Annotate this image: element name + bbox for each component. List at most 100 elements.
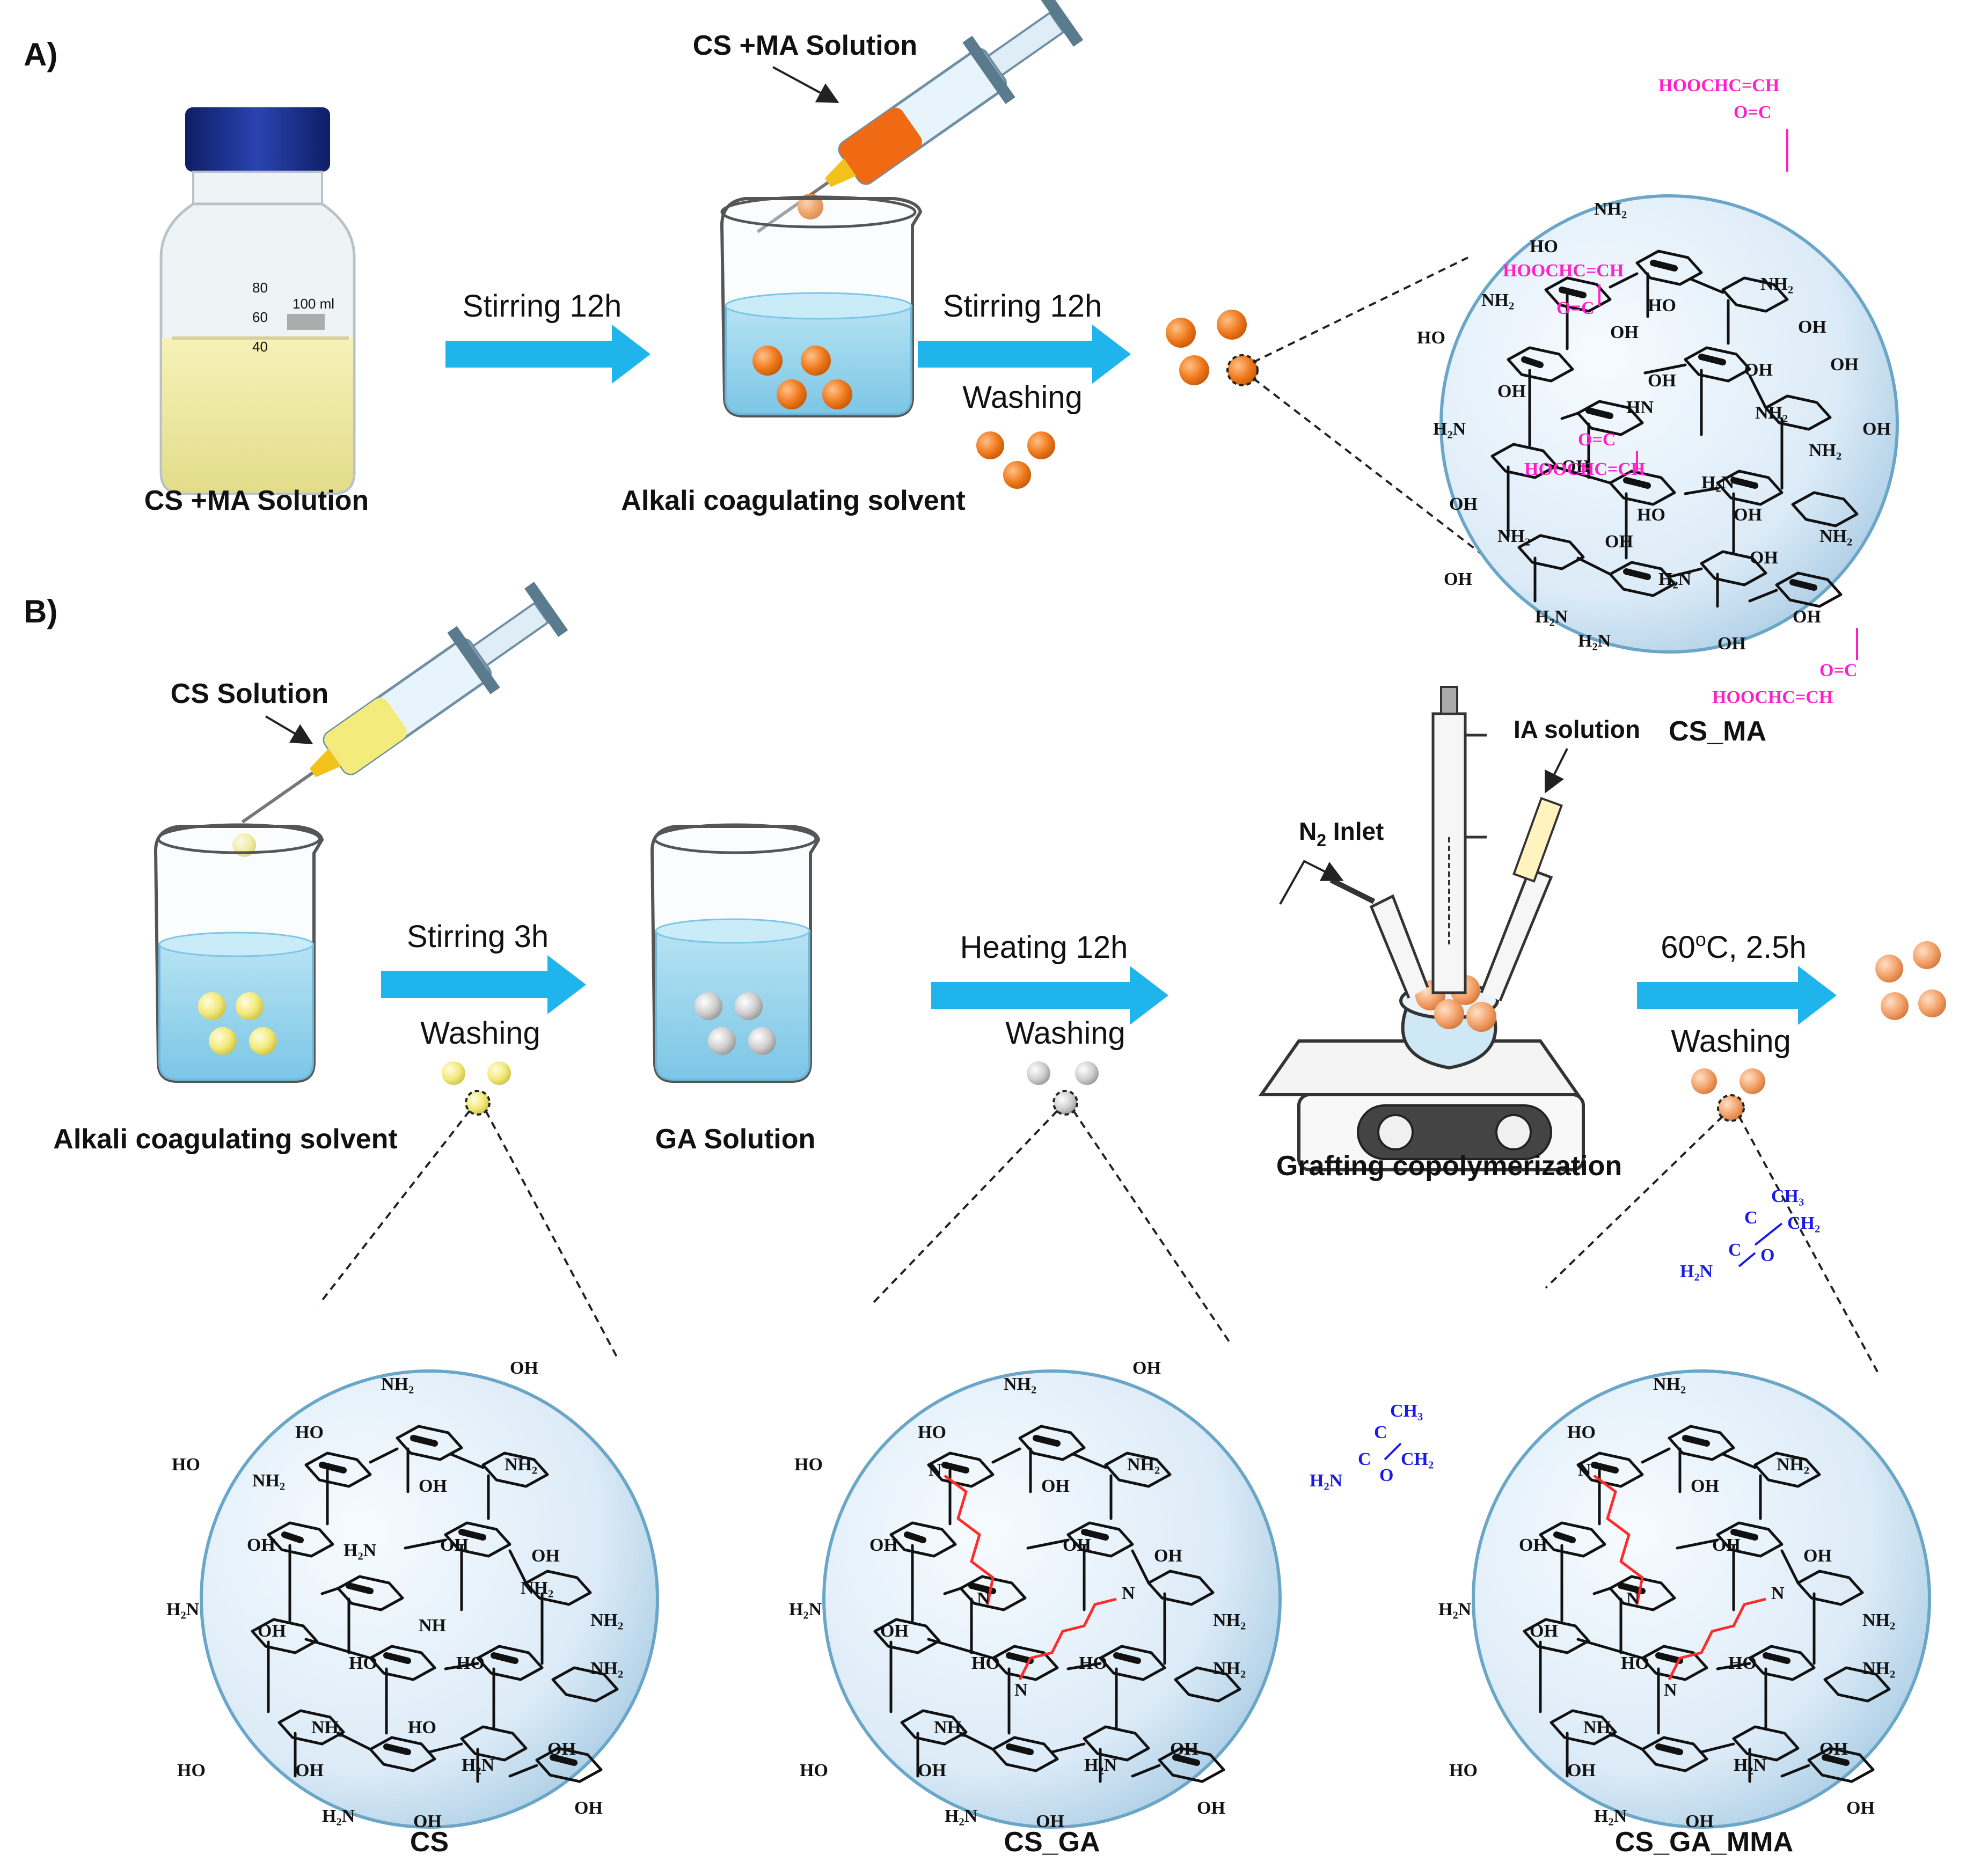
chem-oh: OH bbox=[531, 1546, 560, 1566]
chem-n: N bbox=[1664, 1680, 1677, 1700]
chem-ho: HO bbox=[1449, 1761, 1478, 1780]
chem-oh: OH bbox=[1154, 1546, 1182, 1566]
washed-beads-a bbox=[976, 431, 1055, 489]
beaker-b1-label: Alkali coagulating solvent bbox=[53, 1124, 397, 1155]
mma-c: C bbox=[1374, 1423, 1387, 1442]
chem-oh: OH bbox=[1798, 317, 1826, 337]
chem-nh2: NH₂ bbox=[1862, 1659, 1895, 1678]
arrow-b2-label-top: Heating 12h bbox=[960, 930, 1128, 965]
chem-oh: OH bbox=[1691, 1476, 1719, 1496]
bottle-mark-40: 40 bbox=[252, 339, 268, 355]
chem-oh: OH bbox=[1793, 607, 1821, 627]
chem-nh2: NH₂ bbox=[1594, 199, 1627, 219]
chem-ho: HO bbox=[295, 1423, 324, 1442]
chem-h2n: H₂N bbox=[1594, 1806, 1627, 1826]
bottle-volume: 100 ml bbox=[293, 296, 334, 312]
chem-nh2: NH₂ bbox=[1777, 1455, 1809, 1475]
product-label-cs-ga: CS_GA bbox=[1004, 1827, 1100, 1858]
chem-nh2: NH₂ bbox=[1809, 441, 1841, 460]
ma-graft-mid-carbonyl: O=C bbox=[1556, 298, 1594, 318]
beaker-a-label: Alkali coagulating solvent bbox=[621, 485, 965, 516]
chem-nh: NH bbox=[419, 1616, 446, 1636]
arrow-a2-label-top: Stirring 12h bbox=[943, 289, 1102, 324]
chem-nh2: NH₂ bbox=[521, 1578, 553, 1598]
chem-oh: OH bbox=[1605, 532, 1633, 552]
chem-nh2: NH₂ bbox=[1760, 274, 1793, 294]
ia-solution-label: IA solution bbox=[1514, 715, 1640, 743]
chem-oh: OH bbox=[547, 1739, 576, 1759]
cs-sphere: NH₂ OH HO NH₂ HO OH NH₂ OH H₂N OH OH NH₂… bbox=[166, 1358, 659, 1831]
ga-crosslink-1 bbox=[1593, 1475, 1644, 1605]
chem-oh: OH bbox=[510, 1358, 538, 1378]
chem-oh: OH bbox=[1712, 1535, 1741, 1555]
chem-nh2: NH₂ bbox=[1004, 1374, 1036, 1394]
chem-oh: OH bbox=[1803, 1546, 1832, 1566]
chem-h2n: H₂N bbox=[1578, 631, 1611, 651]
washed-beads-b1 bbox=[442, 1061, 511, 1116]
chem-h2n: H₂N bbox=[166, 1600, 200, 1619]
chem-nh2: NH₂ bbox=[505, 1455, 537, 1475]
chem-n: N bbox=[1014, 1680, 1028, 1700]
chem-oh: OH bbox=[1610, 322, 1639, 342]
chem-h2n: H₂N bbox=[343, 1541, 377, 1560]
chem-ho: HO bbox=[1530, 237, 1558, 256]
mma-grafts: CH₃ C CH₂ C O H₂N CH₃ C C O CH₂ H₂N CH₂ … bbox=[1310, 1186, 1820, 1491]
mma-h2n: H₂N bbox=[1680, 1262, 1713, 1281]
chem-oh: OH bbox=[1846, 1798, 1875, 1818]
chem-oh: OH bbox=[413, 1812, 442, 1831]
mma-c: C bbox=[1358, 1449, 1371, 1469]
chem-ho: HO bbox=[800, 1761, 828, 1780]
chem-ho: HO bbox=[1417, 328, 1445, 348]
arrow-b1-label-bottom: Washing bbox=[420, 1016, 540, 1051]
chem-ho: HO bbox=[1621, 1653, 1649, 1673]
chem-n: N bbox=[1626, 1589, 1640, 1609]
ma-graft-bottom-chain: HOOCHC=CH bbox=[1712, 687, 1833, 707]
chem-oh: OH bbox=[1567, 1761, 1596, 1780]
chem-h2n: H₂N bbox=[945, 1806, 978, 1826]
chem-ho: HO bbox=[1728, 1653, 1757, 1673]
syringe-yellow[interactable] bbox=[221, 575, 572, 853]
chem-oh: OH bbox=[1063, 1535, 1091, 1555]
ma-graft-low-carbonyl: O=C bbox=[1578, 430, 1616, 450]
bottle-label: CS +MA Solution bbox=[144, 485, 369, 516]
chem-oh: OH bbox=[1132, 1358, 1161, 1378]
ma-graft-bottom-carbonyl: O=C bbox=[1819, 661, 1857, 680]
mma-ch3: CH₃ bbox=[1771, 1186, 1804, 1206]
chem-nh2: NH₂ bbox=[1755, 403, 1788, 423]
chem-oh: OH bbox=[880, 1621, 909, 1641]
ga-crosslink-2 bbox=[1018, 1597, 1117, 1681]
product-beads-a bbox=[1166, 310, 1259, 386]
panel-a-letter: A) bbox=[24, 36, 57, 72]
chem-ho: HO bbox=[971, 1653, 1000, 1673]
chem-h2n: H₂N bbox=[1658, 569, 1692, 589]
chem-oh: OH bbox=[295, 1761, 324, 1780]
arrow-a2-label-bottom: Washing bbox=[962, 380, 1083, 415]
chem-oh: OH bbox=[1648, 371, 1676, 391]
chem-nh2: NH₂ bbox=[1213, 1659, 1246, 1678]
chem-nh2: NH₂ bbox=[590, 1610, 623, 1630]
cs-ga-sphere: NH₂ OH HO N HO OH NH₂ OH N OH N OH H₂N O… bbox=[789, 1358, 1282, 1831]
arrow-b3-label-top: 60oC, 2.5h bbox=[1661, 928, 1807, 965]
beaker-b1 bbox=[154, 823, 324, 1083]
ga-crosslink-2 bbox=[1668, 1597, 1766, 1681]
ma-graft-top-chain: HOOCHC=CH bbox=[1658, 76, 1779, 96]
chem-oh: OH bbox=[1530, 1621, 1558, 1641]
arrow-b1-label-top: Stirring 3h bbox=[407, 919, 549, 954]
chem-oh: OH bbox=[869, 1535, 898, 1555]
chem-ho: HO bbox=[1567, 1423, 1596, 1442]
syringe-orange[interactable] bbox=[736, 0, 1087, 262]
product-label-cs-ma: CS_MA bbox=[1669, 716, 1766, 747]
apparatus-label: Grafting copolymerization bbox=[1276, 1150, 1622, 1182]
chem-oh: OH bbox=[258, 1621, 286, 1641]
ga-crosslink-1 bbox=[944, 1475, 995, 1605]
chem-nh2: NH₂ bbox=[381, 1374, 414, 1394]
cs-ga-mma-sphere: NH₂ HO N OH NH₂ OH N OH N OH H₂N OH N NH… bbox=[1310, 1186, 1931, 1831]
chem-nh2: NH₂ bbox=[1497, 526, 1530, 546]
chem-ho: HO bbox=[1079, 1653, 1107, 1673]
chem-nh2: NH₂ bbox=[1653, 1374, 1686, 1394]
bottle-mark-80: 80 bbox=[252, 280, 268, 296]
chem-n: N bbox=[1122, 1584, 1135, 1603]
chem-h2n: H₂N bbox=[1084, 1755, 1117, 1775]
chem-oh: OH bbox=[1862, 419, 1891, 439]
chem-nh2: NH₂ bbox=[311, 1718, 344, 1738]
